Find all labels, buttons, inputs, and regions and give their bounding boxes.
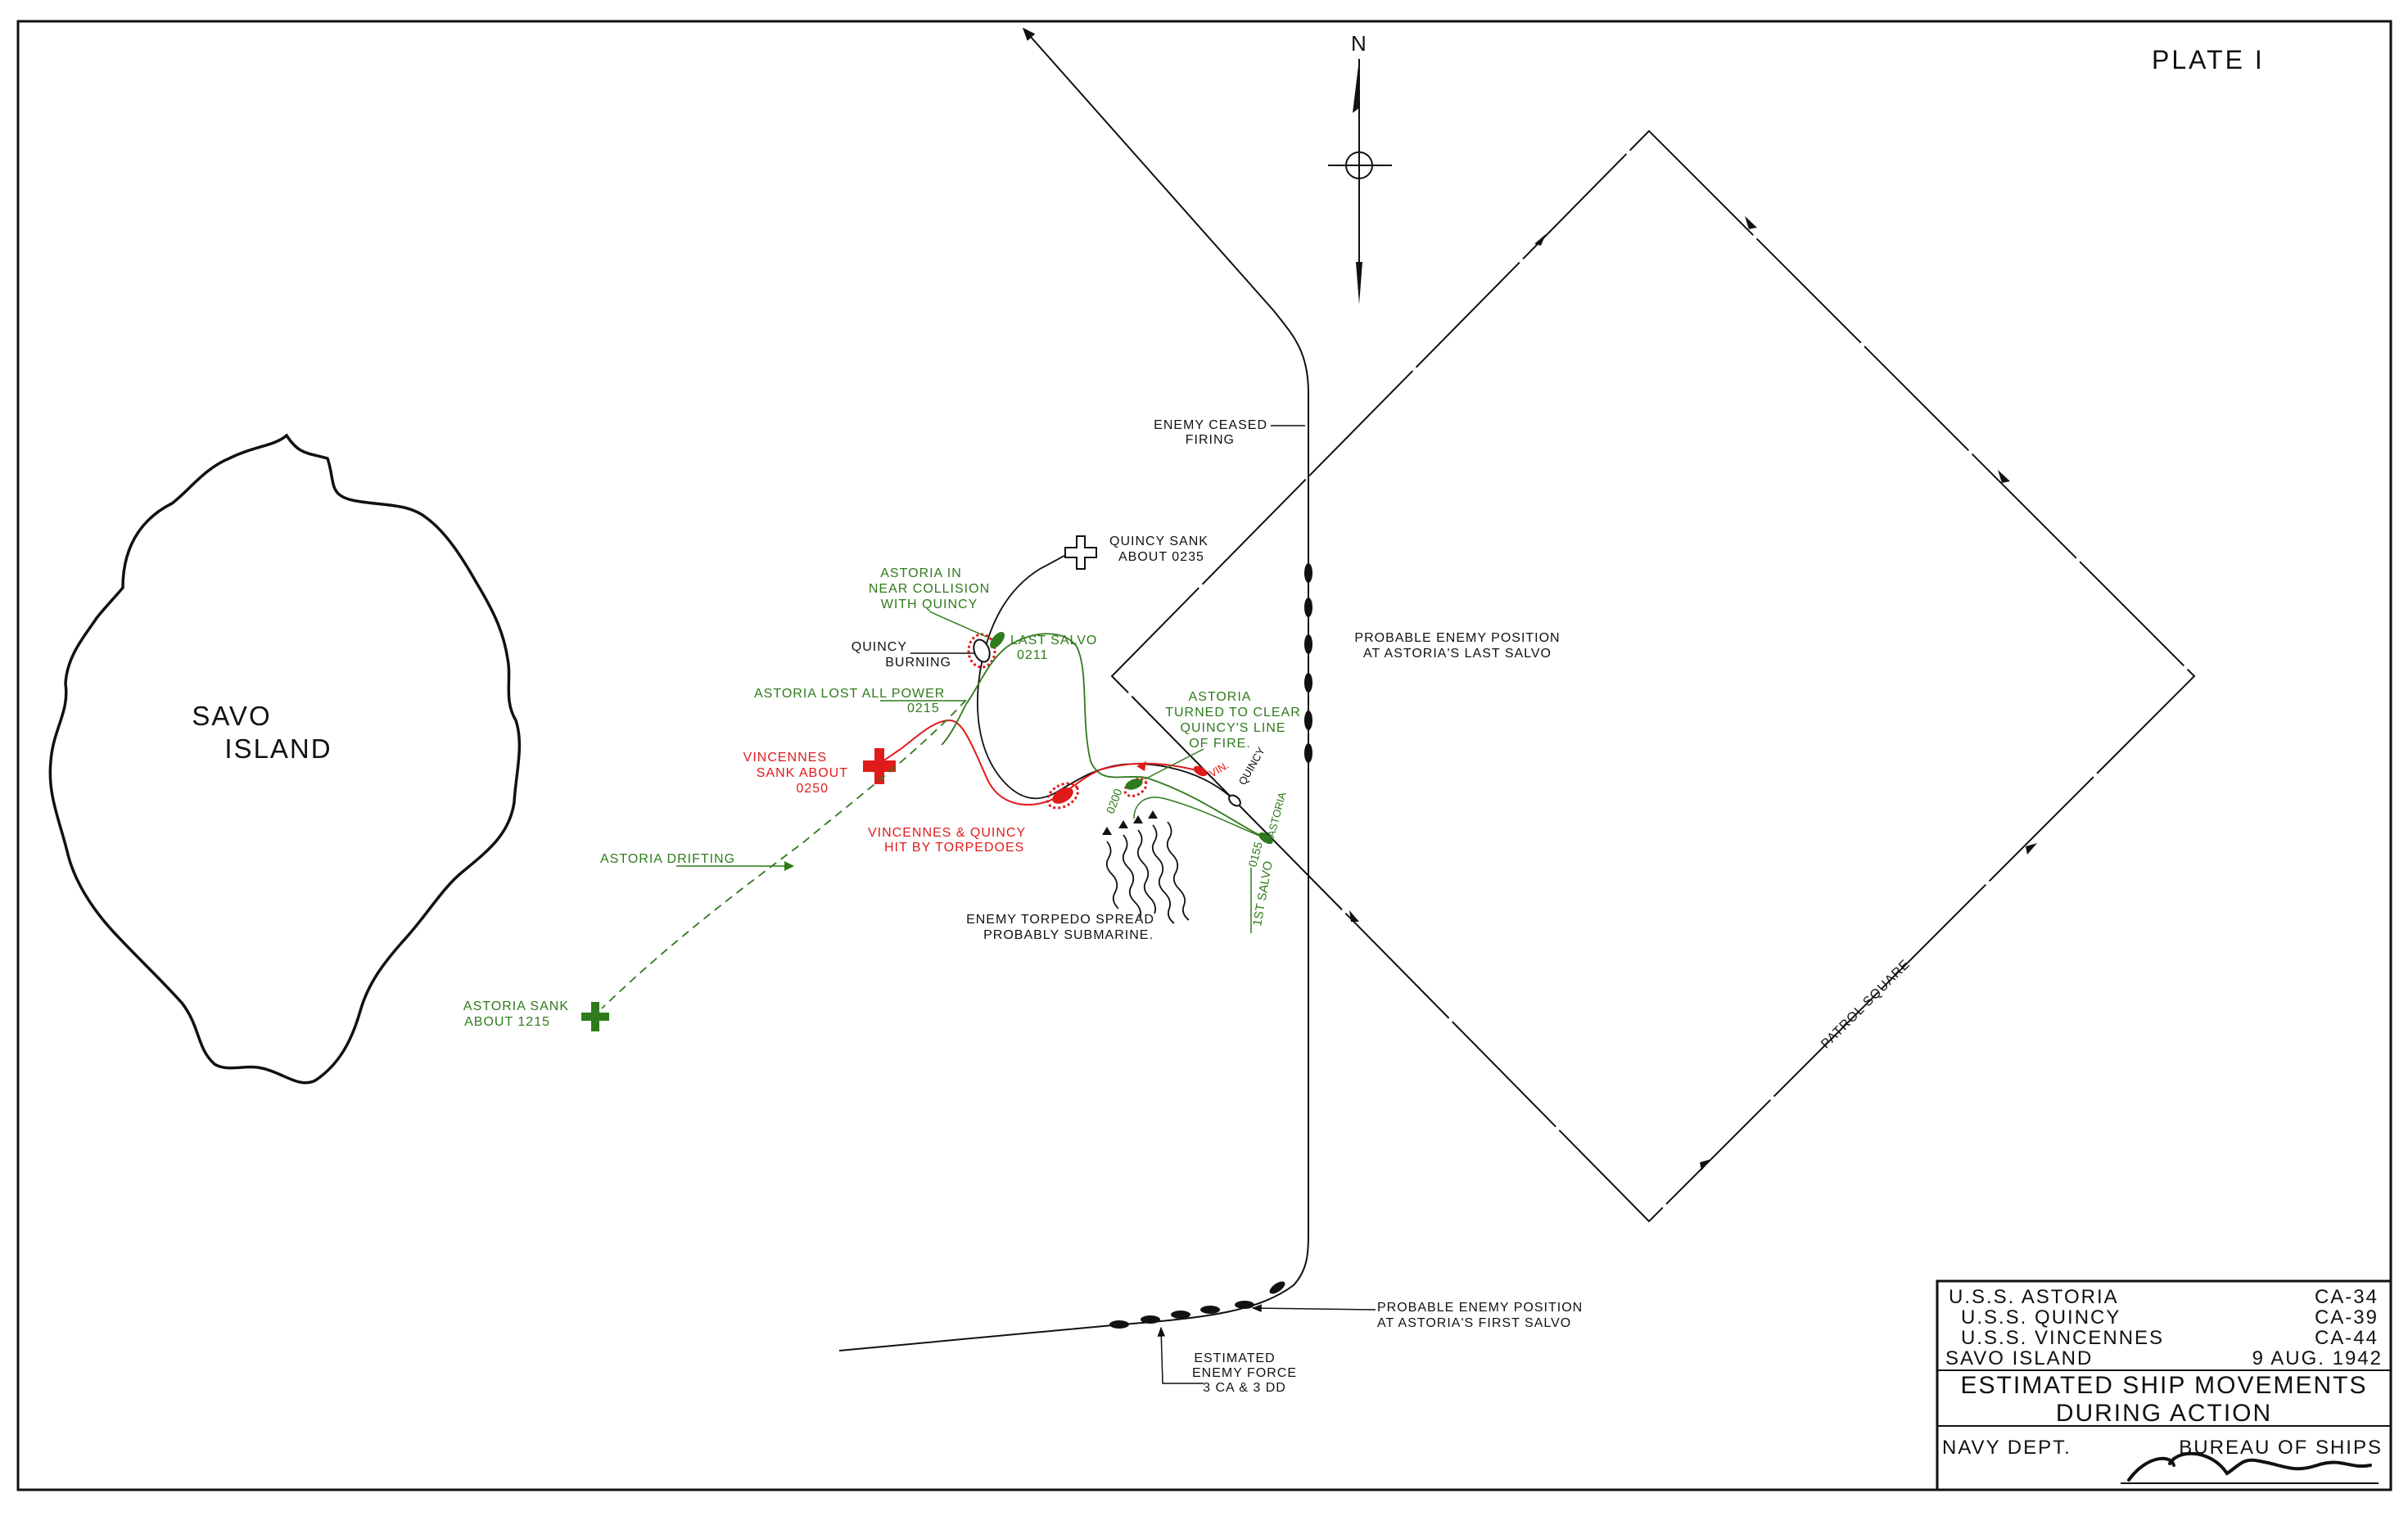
vincennes-arrow-icon <box>1136 761 1146 771</box>
patrol-arrow-icon <box>1349 910 1359 922</box>
astoria-last-salvo-marker <box>990 632 1005 648</box>
map-border <box>16 20 2392 1491</box>
astoria-turn-track <box>1133 796 1266 839</box>
probable-last-salvo-line1: PROBABLE ENEMY POSITION <box>1354 631 1560 645</box>
tb-ship-3-hull: CA-44 <box>2315 1327 2379 1349</box>
enemy-ship-markers <box>1109 563 1312 1329</box>
vincennes-sank-cross-icon <box>863 748 896 784</box>
tb-ship-2-name: U.S.S. QUINCY <box>1961 1306 2121 1329</box>
astoria-drift-track <box>601 699 967 1009</box>
tb-title-1: ESTIMATED SHIP MOVEMENTS <box>1961 1372 2368 1399</box>
tb-ship-3-name: U.S.S. VINCENNES <box>1961 1327 2164 1349</box>
patrol-arrow-icon <box>2026 843 2037 855</box>
astoria-0200-marker <box>1125 778 1143 790</box>
estimated-force-line3: 3 CA & 3 DD <box>1203 1381 1286 1395</box>
plate-label: PLATE I <box>2152 45 2265 74</box>
patrol-arrow-icon <box>1534 234 1546 246</box>
patrol-arrow-icon <box>1998 470 2010 483</box>
first-salvo-label: 1ST SALVO <box>1250 860 1276 927</box>
savo-island-coastline <box>48 433 522 1085</box>
estimated-force-line1: ESTIMATED <box>1194 1351 1275 1365</box>
astoria-near-line2: NEAR COLLISION <box>869 582 990 596</box>
astoria-sank-line1: ASTORIA SANK <box>463 999 569 1013</box>
enemy-track <box>838 27 1309 1351</box>
patrol-square-label: PATROL SQUARE <box>1818 957 1913 1051</box>
probable-first-salvo-line1: PROBABLE ENEMY POSITION <box>1377 1301 1583 1315</box>
patrol-arrow-icon <box>1700 1159 1711 1171</box>
enemy-ceased-label-1: ENEMY CEASED <box>1154 418 1267 432</box>
astoria-turned-line3: QUINCY'S LINE <box>1181 721 1286 735</box>
torpedo-spread-line2: PROBABLY SUBMARINE. <box>983 928 1154 942</box>
astoria-turned-line1: ASTORIA <box>1189 690 1252 704</box>
tb-bureau: BUREAU OF SHIPS <box>2179 1437 2383 1459</box>
astoria-sank-cross-icon <box>581 1002 609 1031</box>
astoria-near-leader <box>928 611 987 638</box>
burning-marker-icon <box>1046 782 1079 810</box>
enemy-ceased-label-2: FIRING <box>1186 433 1235 447</box>
estimated-force-bracket <box>1157 1326 1204 1384</box>
astoria-turned-leader <box>1144 748 1204 780</box>
tb-title-2: DURING ACTION <box>2056 1400 2272 1427</box>
torpedo-head-icon <box>1102 810 1158 835</box>
title-block: U.S.S. ASTORIA CA-34 U.S.S. QUINCY CA-39… <box>1936 1279 2392 1491</box>
tb-ship-2-hull: CA-39 <box>2315 1306 2379 1329</box>
quincy-sank-line1: QUINCY SANK <box>1109 535 1209 548</box>
probable-last-salvo-line2: AT ASTORIA'S LAST SALVO <box>1363 647 1552 661</box>
last-salvo-label: LAST SALVO <box>1010 634 1097 647</box>
quincy-ship-marker <box>1228 794 1241 807</box>
quincy-burning-line1: QUINCY <box>852 640 907 654</box>
vincennes-track <box>872 719 1200 805</box>
estimated-force-line2: ENEMY FORCE <box>1192 1366 1297 1380</box>
island-name-line2: ISLAND <box>224 733 332 764</box>
north-label: N <box>1351 31 1367 56</box>
vin-marker-label: VIN. <box>1207 759 1231 780</box>
astoria-marker-label: ASTORIA <box>1264 791 1288 839</box>
quincy-sank-cross-icon <box>1064 535 1097 570</box>
astoria-near-line3: WITH QUINCY <box>881 598 978 611</box>
tb-dept: NAVY DEPT. <box>1942 1437 2071 1459</box>
astoria-lost-power-line1: ASTORIA LOST ALL POWER <box>754 687 945 701</box>
probable-first-salvo-line2: AT ASTORIA'S FIRST SALVO <box>1377 1316 1571 1330</box>
torpedo-spread-line1: ENEMY TORPEDO SPREAD <box>966 913 1154 927</box>
astoria-turned-line2: TURNED TO CLEAR <box>1165 706 1301 720</box>
vincennes-sank-line2: SANK ABOUT <box>757 766 848 780</box>
tb-ship-1-name: U.S.S. ASTORIA <box>1949 1286 2119 1308</box>
astoria-lost-power-line2: 0215 <box>907 702 940 715</box>
tb-location: SAVO ISLAND <box>1945 1347 2093 1369</box>
tb-ship-1-hull: CA-34 <box>2315 1286 2379 1308</box>
astoria-sank-line2: ABOUT 1215 <box>464 1015 550 1029</box>
vincennes-sank-line3: 0250 <box>796 782 829 796</box>
patrol-square <box>1110 129 2196 1223</box>
quincy-sank-line2: ABOUT 0235 <box>1118 550 1204 564</box>
astoria-drift-arrow-icon <box>784 861 794 871</box>
astoria-first-salvo-marker <box>1258 832 1273 845</box>
vq-hit-line1: VINCENNES & QUINCY <box>868 826 1026 840</box>
probable-first-salvo-leader <box>1251 1304 1376 1312</box>
vincennes-sank-line1: VINCENNES <box>743 751 827 765</box>
signature <box>2121 1451 2379 1484</box>
tb-date: 9 AUG. 1942 <box>2252 1347 2383 1369</box>
astoria-drifting-label: ASTORIA DRIFTING <box>600 852 735 866</box>
astoria-track <box>941 633 1266 839</box>
astoria-near-line1: ASTORIA IN <box>880 566 962 580</box>
quincy-burning-line2: BURNING <box>885 656 951 670</box>
island-name-line1: SAVO <box>192 701 271 731</box>
astoria-turned-line4: OF FIRE. <box>1189 737 1251 751</box>
quincy-burning-marker <box>973 638 991 663</box>
time-0155-label: 0155 <box>1245 840 1265 868</box>
torpedo-spread-icon <box>1105 821 1190 924</box>
quincy-marker-label: QUINCY <box>1236 745 1267 787</box>
last-salvo-time: 0211 <box>1017 648 1048 662</box>
time-0200-label: 0200 <box>1104 787 1125 815</box>
vq-hit-line2: HIT BY TORPEDOES <box>884 841 1024 855</box>
patrol-arrow-icon <box>1745 216 1757 229</box>
north-arrow-icon: N <box>1328 31 1392 305</box>
vincennes-ship-marker <box>1193 765 1208 777</box>
